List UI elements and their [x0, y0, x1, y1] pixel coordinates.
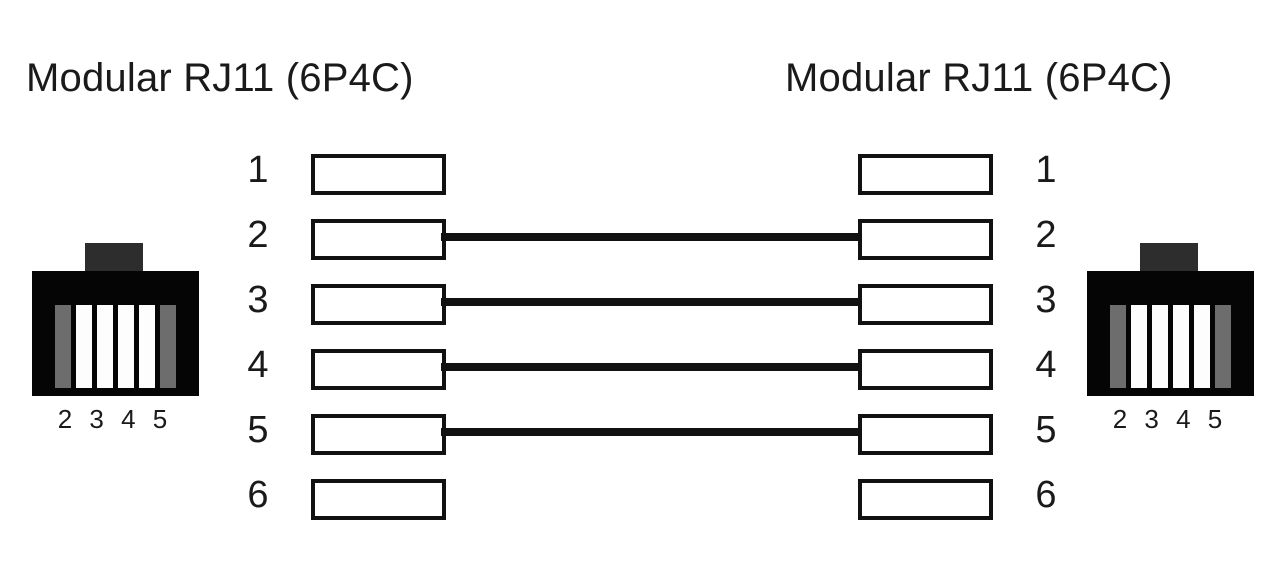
- connector-pin-slot-1: [55, 305, 71, 388]
- connector-pin-slot-6: [1215, 305, 1231, 388]
- right-pin-number-6: 6: [1035, 474, 1057, 516]
- right-pin-number-3: 3: [1035, 279, 1057, 321]
- right-pin-number-1: 1: [1035, 149, 1057, 191]
- left-connector-title: Modular RJ11 (6P4C): [26, 56, 414, 100]
- right-rj11-connector-icon: 2 3 4 5: [1080, 243, 1260, 448]
- left-pin-number-4: 4: [247, 344, 269, 386]
- right-pin-box-5: [858, 414, 993, 455]
- connector-pin-slot-2: [76, 305, 92, 388]
- wire-pin-4-to-4: [441, 363, 862, 371]
- left-pin-number-5: 5: [247, 409, 269, 451]
- connector-pin-slots: [1110, 305, 1231, 388]
- left-pin-box-6: [311, 479, 446, 520]
- right-pin-box-1: [858, 154, 993, 195]
- connector-pin-slot-3: [1152, 305, 1168, 388]
- connector-pin-slots: [55, 305, 176, 388]
- connector-pin-slot-3: [97, 305, 113, 388]
- connector-pin-slot-2: [1131, 305, 1147, 388]
- left-connector-pin-label: 2 3 4 5: [57, 404, 173, 434]
- connector-pin-slot-4: [1173, 305, 1189, 388]
- right-pin-number-4: 4: [1035, 344, 1057, 386]
- left-pin-number-1: 1: [247, 149, 269, 191]
- wire-pin-3-to-3: [441, 298, 862, 306]
- right-pin-box-4: [858, 349, 993, 390]
- left-pin-number-3: 3: [247, 279, 269, 321]
- left-pin-box-4: [311, 349, 446, 390]
- connector-pin-slot-5: [1194, 305, 1210, 388]
- right-pin-box-6: [858, 479, 993, 520]
- connector-pin-slot-6: [160, 305, 176, 388]
- right-connector-title: Modular RJ11 (6P4C): [785, 56, 1173, 100]
- connector-pin-slot-4: [118, 305, 134, 388]
- right-pin-number-2: 2: [1035, 214, 1057, 256]
- wire-pin-2-to-2: [441, 233, 862, 241]
- left-pin-box-3: [311, 284, 446, 325]
- right-pin-box-2: [858, 219, 993, 260]
- left-pin-number-2: 2: [247, 214, 269, 256]
- wire-pin-5-to-5: [441, 428, 862, 436]
- connector-pin-slot-5: [139, 305, 155, 388]
- right-connector-pin-label: 2 3 4 5: [1112, 404, 1228, 434]
- connector-pin-slot-1: [1110, 305, 1126, 388]
- left-pin-box-5: [311, 414, 446, 455]
- left-rj11-connector-icon: 2 3 4 5: [25, 243, 205, 448]
- connector-latch-tab-icon: [1140, 243, 1198, 271]
- right-pin-number-5: 5: [1035, 409, 1057, 451]
- left-pin-number-6: 6: [247, 474, 269, 516]
- connector-latch-tab-icon: [85, 243, 143, 271]
- left-pin-box-2: [311, 219, 446, 260]
- left-pin-box-1: [311, 154, 446, 195]
- right-pin-box-3: [858, 284, 993, 325]
